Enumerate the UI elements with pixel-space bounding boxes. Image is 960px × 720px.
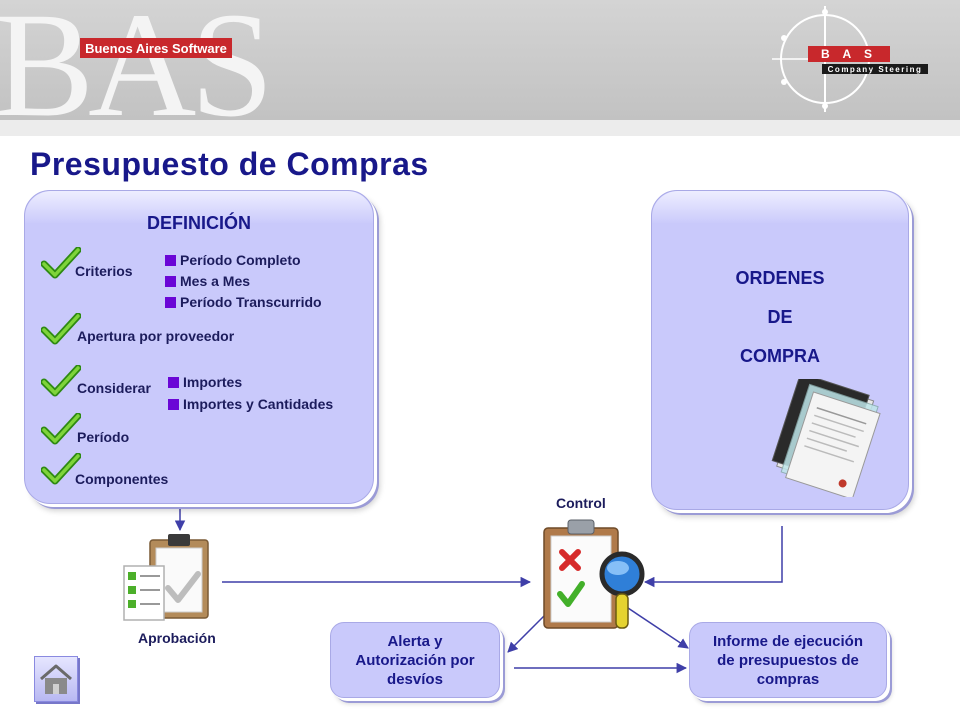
criterio-option-mes-a-mes: Mes a Mes bbox=[165, 273, 250, 289]
header-strip bbox=[0, 120, 960, 136]
periodo-label: Período bbox=[77, 429, 130, 445]
logo-letters: B A S bbox=[821, 47, 877, 61]
green-check-icon bbox=[41, 413, 81, 445]
ordenes-title-line3: COMPRA bbox=[740, 346, 820, 366]
bullet-square bbox=[168, 398, 179, 410]
bas-watermark-logo: BAS bbox=[0, 0, 274, 148]
ordenes-title-line1: ORDENES bbox=[735, 268, 825, 288]
green-check-icon bbox=[41, 247, 81, 279]
componentes-label: Componentes bbox=[75, 471, 169, 487]
alerta-line3: desvíos bbox=[387, 670, 443, 688]
criterios-label: Criterios bbox=[75, 263, 133, 279]
informe-line3: compras bbox=[756, 670, 820, 688]
ordenes-title-line2: DE bbox=[767, 307, 793, 327]
clipboard-approval-icon bbox=[123, 534, 209, 621]
home-icon bbox=[40, 664, 72, 694]
bullet-square bbox=[165, 254, 176, 266]
alerta-box: Alerta y Autorización por desvíos bbox=[330, 622, 500, 698]
considerar-option-importes: Importes bbox=[168, 374, 242, 390]
company-steering-logo: B A S Company Steering bbox=[772, 6, 928, 112]
control-label: Control bbox=[556, 495, 606, 511]
definicion-card: DEFINICIÓN Criterios Período Completo Me… bbox=[24, 190, 374, 504]
header-banner: BAS Buenos Aires Software B A S Company … bbox=[0, 0, 960, 140]
connector-ordenes-to-control bbox=[643, 526, 783, 588]
considerar-label: Considerar bbox=[77, 380, 151, 396]
green-check-icon bbox=[41, 365, 81, 397]
definicion-title: DEFINICIÓN bbox=[146, 213, 251, 233]
aprobacion-label: Aprobación bbox=[138, 630, 216, 646]
informe-line1: Informe de ejecución bbox=[712, 632, 864, 650]
ordenes-title: ORDENES DE COMPRA bbox=[652, 259, 908, 376]
informe-box: Informe de ejecución de presupuestos de … bbox=[689, 622, 887, 698]
home-button[interactable] bbox=[34, 656, 78, 702]
green-check-icon bbox=[41, 313, 81, 345]
document-stack-icon bbox=[771, 379, 881, 497]
criterio-option-periodo-completo: Período Completo bbox=[165, 252, 301, 268]
apertura-label: Apertura por proveedor bbox=[77, 328, 235, 344]
brand-tag: Buenos Aires Software bbox=[80, 38, 232, 58]
considerar-option-importes-cantidades: Importes y Cantidades bbox=[168, 396, 333, 412]
criterio-option-periodo-transcurrido: Período Transcurrido bbox=[165, 294, 322, 310]
bullet-square bbox=[168, 376, 179, 388]
alerta-line1: Alerta y bbox=[387, 632, 443, 650]
page-title: Presupuesto de Compras bbox=[30, 146, 429, 182]
logo-subtitle: Company Steering bbox=[828, 65, 923, 74]
informe-line2: de presupuestos de bbox=[717, 651, 859, 669]
bullet-square bbox=[165, 275, 176, 287]
ordenes-card: ORDENES DE COMPRA bbox=[651, 190, 909, 510]
alerta-line2: Autorización por bbox=[355, 651, 475, 669]
clipboard-magnifier-icon bbox=[543, 519, 645, 629]
bullet-square bbox=[165, 296, 176, 308]
green-check-icon bbox=[41, 453, 81, 485]
